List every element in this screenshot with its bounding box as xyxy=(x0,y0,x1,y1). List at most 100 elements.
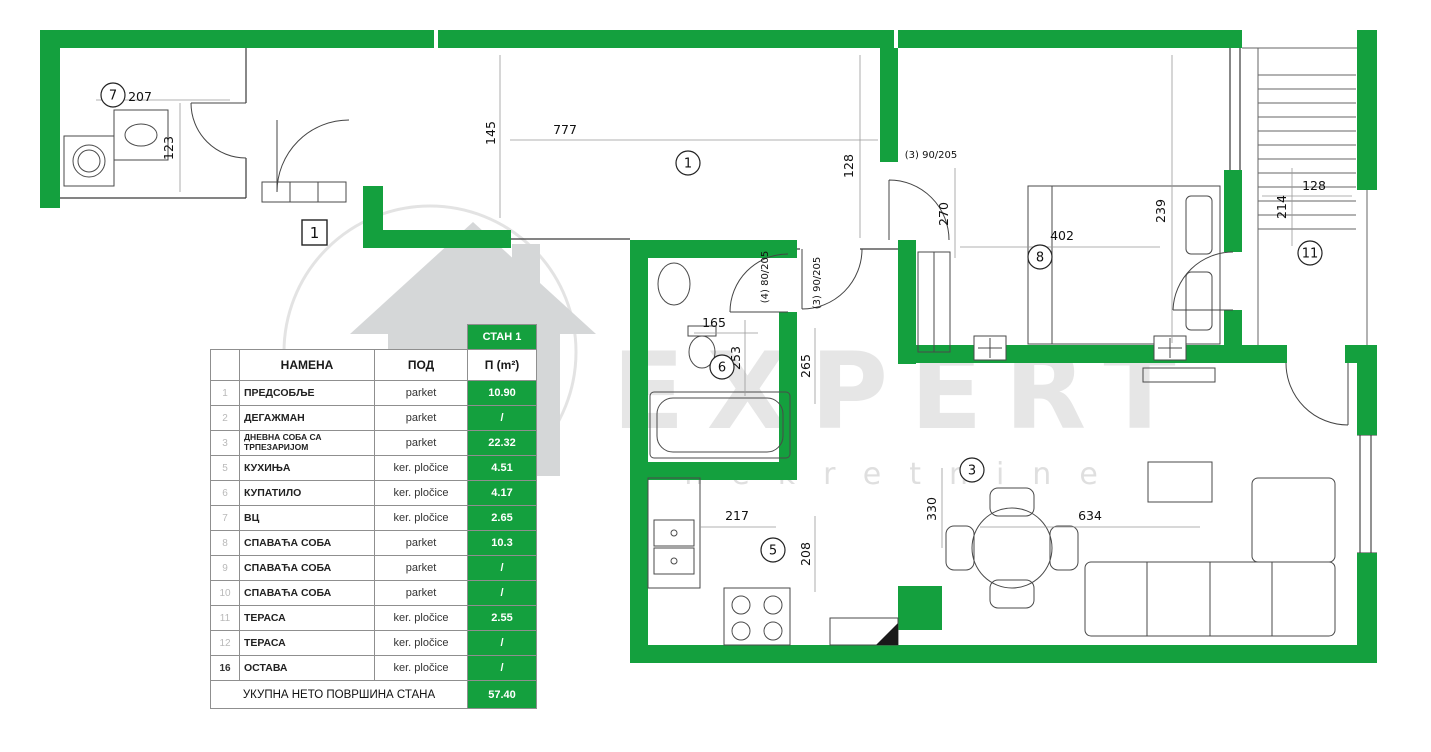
dim-128-left: 128 xyxy=(841,154,856,178)
door-label-bathroom: (4) 80/205 xyxy=(760,251,771,304)
dim-265: 265 xyxy=(798,354,813,378)
door-bathroom xyxy=(729,253,789,313)
row-area: 4.17 xyxy=(467,480,537,506)
row-num: 10 xyxy=(210,580,240,606)
room-label-6: 6 xyxy=(709,354,735,380)
dim-165: 165 xyxy=(702,315,726,330)
row-area: 2.65 xyxy=(467,505,537,531)
row-floor: parket xyxy=(374,380,468,406)
row-area: / xyxy=(467,655,537,681)
row-name: ТЕРАСА xyxy=(239,630,375,656)
dim-634: 634 xyxy=(1078,508,1102,523)
dim-402: 402 xyxy=(1050,228,1074,243)
row-floor: parket xyxy=(374,530,468,556)
row-num: 7 xyxy=(210,505,240,531)
empty-cell xyxy=(210,349,240,381)
row-num: 11 xyxy=(210,605,240,631)
sofa-icon xyxy=(1084,477,1336,637)
door-label-bedroom: (3) 90/205 xyxy=(905,150,958,161)
row-area: / xyxy=(467,580,537,606)
door-terrace-bottom xyxy=(1285,362,1349,426)
windows xyxy=(1357,434,1377,554)
nightstand-right-icon xyxy=(1153,335,1187,361)
table-row: 7 ВЦ ker. pločice 2.65 xyxy=(210,505,537,531)
row-floor: ker. pločice xyxy=(374,480,468,506)
table-row: 1 ПРЕДСОБЉЕ parket 10.90 xyxy=(210,380,537,406)
row-name: СПАВАЋА СОБА xyxy=(239,555,375,581)
row-area: / xyxy=(467,555,537,581)
wc-sink-icon xyxy=(113,109,169,161)
watermark: EXPERT nekretnine xyxy=(282,204,1176,500)
row-name: ДНЕВНА СОБА СА ТРПЕЗАРИЈОМ xyxy=(239,430,375,456)
dim-128-right: 128 xyxy=(1302,178,1326,193)
dim-270: 270 xyxy=(936,202,951,226)
dim-145: 145 xyxy=(483,121,498,145)
room-number: 1 xyxy=(684,157,692,172)
door-label-corridor: (3) 90/205 xyxy=(812,257,823,310)
room-label-1: 1 xyxy=(675,150,701,176)
table-header-row: НАМЕНА ПОД П (m²) xyxy=(210,349,537,381)
row-num: 8 xyxy=(210,530,240,556)
partitions xyxy=(60,48,1241,250)
col-header-area: П (m²) xyxy=(467,349,537,381)
position-number: 1 xyxy=(310,224,320,242)
room-number: 7 xyxy=(109,89,117,104)
wardrobe-icon xyxy=(917,251,951,353)
row-name: ТЕРАСА xyxy=(239,605,375,631)
bed-icon xyxy=(1027,185,1221,345)
toilet-icon xyxy=(687,325,717,369)
row-floor: parket xyxy=(374,430,468,456)
table-row: 9 СПАВАЋА СОБА parket / xyxy=(210,555,537,581)
row-name: ОСТАВА xyxy=(239,655,375,681)
table-row: 11 ТЕРАСА ker. pločice 2.55 xyxy=(210,605,537,631)
dim-777: 777 xyxy=(553,122,577,137)
row-floor: ker. pločice xyxy=(374,455,468,481)
row-area: 10.3 xyxy=(467,530,537,556)
total-value: 57.40 xyxy=(467,680,537,709)
room-number: 11 xyxy=(1302,247,1319,262)
room-label-5: 5 xyxy=(760,537,786,563)
col-header-floor: ПОД xyxy=(374,349,468,381)
row-num: 1 xyxy=(210,380,240,406)
row-num: 9 xyxy=(210,555,240,581)
stairs xyxy=(1242,47,1368,345)
door-wc xyxy=(190,102,247,159)
dim-208: 208 xyxy=(798,542,813,566)
room-number: 8 xyxy=(1036,251,1044,266)
table-row: 3 ДНЕВНА СОБА СА ТРПЕЗАРИЈОМ parket 22.3… xyxy=(210,430,537,456)
row-num: 16 xyxy=(210,655,240,681)
dim-217: 217 xyxy=(725,508,749,523)
bathtub-icon xyxy=(649,391,791,459)
row-floor: parket xyxy=(374,405,468,431)
room-number: 6 xyxy=(718,361,726,376)
dining-table-icon xyxy=(945,487,1079,609)
kitchen-counter-icon xyxy=(647,477,701,589)
row-area: 2.55 xyxy=(467,605,537,631)
bathroom-sink-icon xyxy=(657,262,691,306)
row-floor: ker. pločice xyxy=(374,630,468,656)
entry-position-marker: 1 xyxy=(301,219,328,246)
door-swings xyxy=(190,102,1349,426)
dim-123: 123 xyxy=(161,136,176,160)
empty-cell xyxy=(211,325,240,350)
row-floor: parket xyxy=(374,555,468,581)
row-area: 4.51 xyxy=(467,455,537,481)
area-table: СТАН 1 НАМЕНА ПОД П (m²) 1 ПРЕДСОБЉЕ par… xyxy=(210,324,537,709)
table-row: 2 ДЕГАЖМАН parket / xyxy=(210,405,537,431)
nightstand-left-icon xyxy=(973,335,1007,361)
room-number: 3 xyxy=(968,464,976,479)
door-bedroom xyxy=(888,179,950,241)
table-row: 6 КУПАТИЛО ker. pločice 4.17 xyxy=(210,480,537,506)
table-total-row: УКУПНА НЕТО ПОВРШИНА СТАНА 57.40 xyxy=(210,680,537,709)
row-name: КУХИЊА xyxy=(239,455,375,481)
dim-207: 207 xyxy=(128,89,152,104)
dimension-lines xyxy=(96,55,1352,592)
row-floor: parket xyxy=(374,580,468,606)
tv-stand-icon xyxy=(1142,367,1216,383)
table-row: 10 СПАВАЋА СОБА parket / xyxy=(210,580,537,606)
row-name: СПАВАЋА СОБА xyxy=(239,530,375,556)
table-plan-row: СТАН 1 xyxy=(211,324,537,350)
empty-cell xyxy=(375,325,468,350)
